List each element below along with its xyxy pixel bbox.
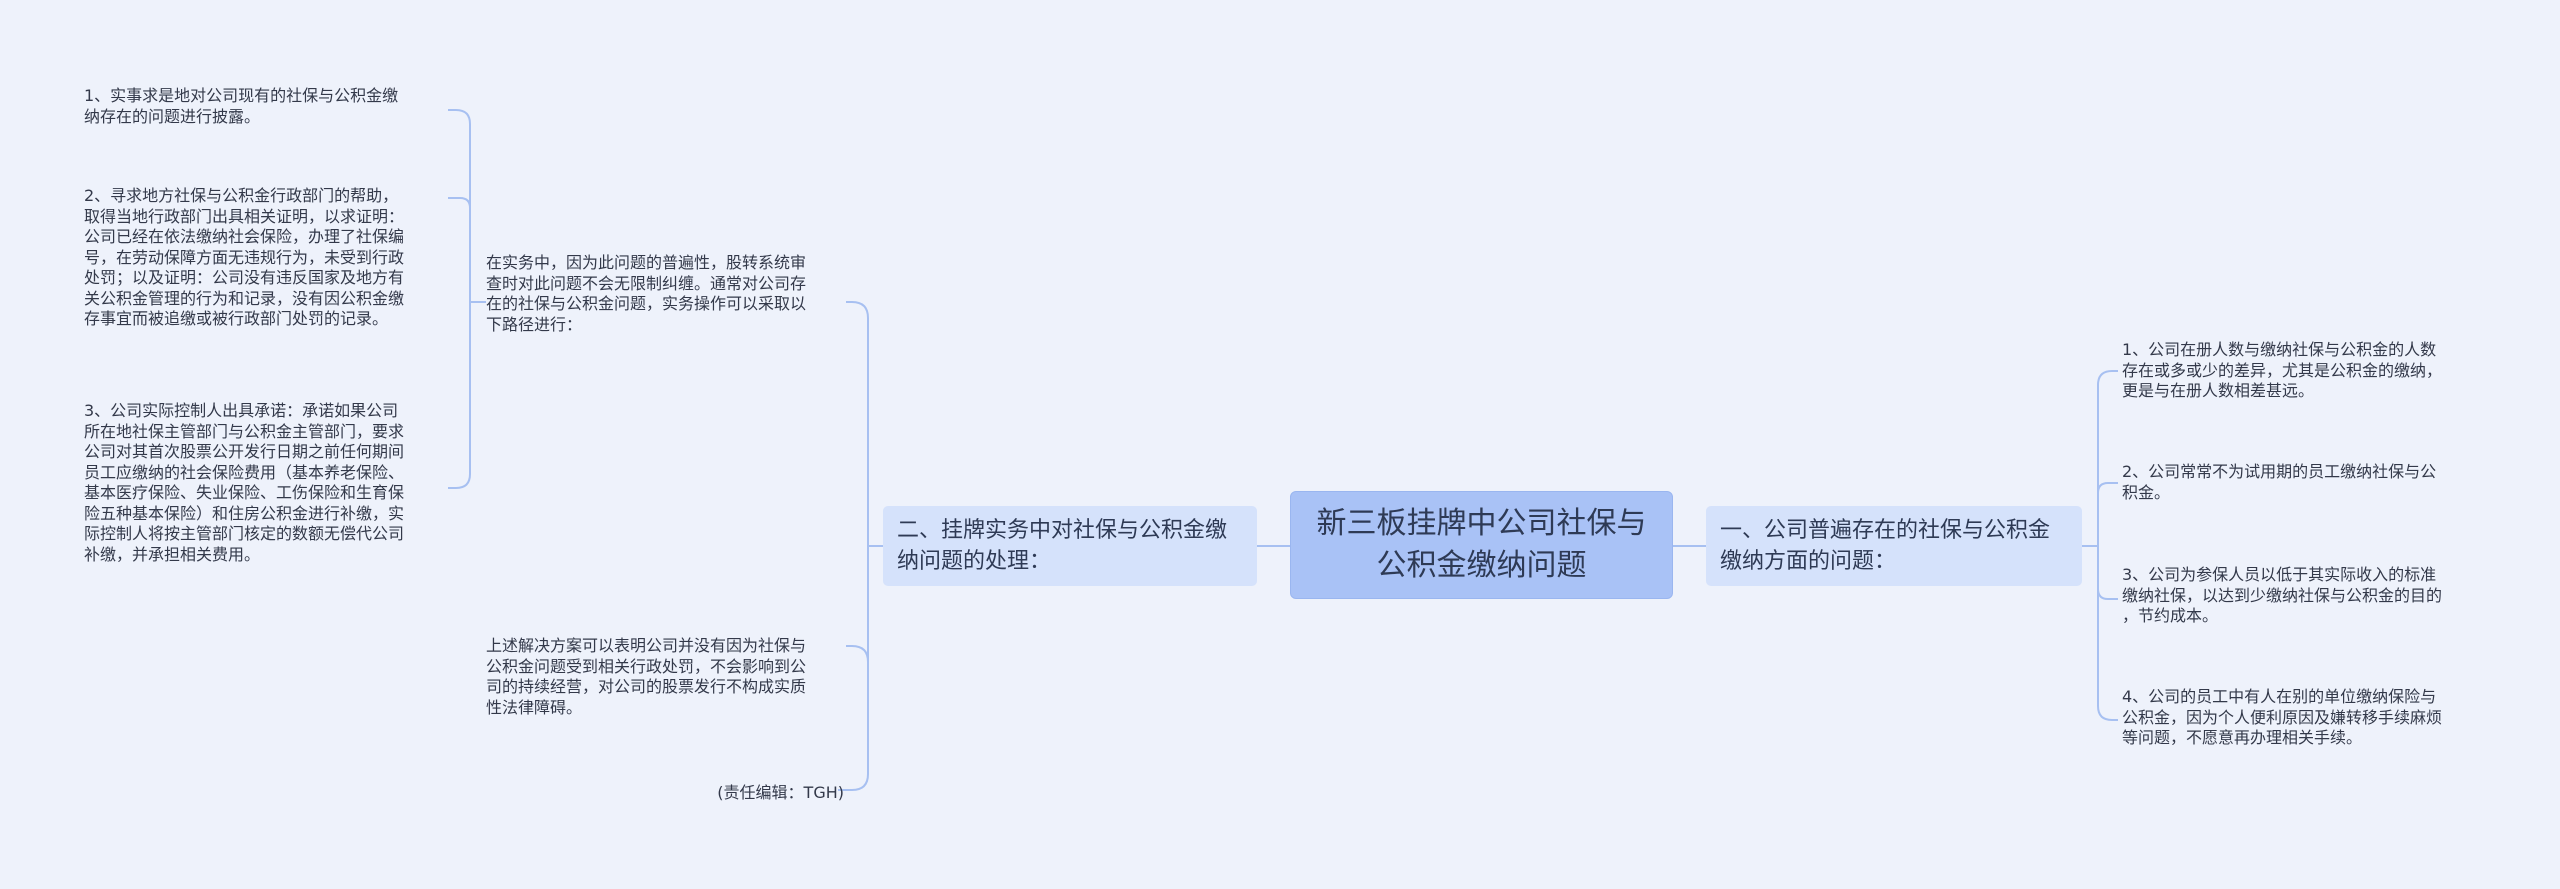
- branch-handling[interactable]: 二、挂牌实务中对社保与公积金缴纳问题的处理：: [883, 506, 1257, 586]
- leaf-headcount-gap[interactable]: 1、公司在册人数与缴纳社保与公积金的人数 存在或多或少的差异，尤其是公积金的缴纳…: [2122, 340, 2443, 400]
- leaf-solution-summary[interactable]: 上述解决方案可以表明公司并没有因为社保与 公积金问题受到相关行政处罚，不会影响到…: [486, 636, 807, 717]
- leaf-paid-elsewhere[interactable]: 4、公司的员工中有人在别的单位缴纳保险与 公积金，因为个人便利原因及嫌转移手续麻…: [2122, 687, 2443, 747]
- root-topic[interactable]: 新三板挂牌中公司社保与公积金缴纳问题: [1290, 491, 1673, 599]
- connector-mid-bracket: [448, 109, 486, 489]
- branch-common-problems-label: 一、公司普遍存在的社保与公积金缴纳方面的问题：: [1720, 518, 2051, 574]
- leaf-practice-approach[interactable]: 在实务中，因为此问题的普遍性，股转系统审 查时对此问题不会无限制纠缠。通常对公司…: [486, 253, 807, 334]
- connector-left-bracket: [838, 301, 883, 791]
- leaf-disclosure[interactable]: 1、实事求是地对公司现有的社保与公积金缴 纳存在的问题进行披露。: [84, 86, 399, 126]
- branch-handling-label: 二、挂牌实务中对社保与公积金缴纳问题的处理：: [897, 518, 1228, 574]
- branch-common-problems[interactable]: 一、公司普遍存在的社保与公积金缴纳方面的问题：: [1706, 506, 2082, 586]
- leaf-controller-commitment[interactable]: 3、公司实际控制人出具承诺：承诺如果公司 所在地社保主管部门与公积金主管部门，要…: [84, 401, 405, 564]
- leaf-probation-staff[interactable]: 2、公司常常不为试用期的员工缴纳社保与公 积金。: [2122, 462, 2437, 502]
- root-topic-label: 新三板挂牌中公司社保与公积金缴纳问题: [1316, 506, 1647, 583]
- leaf-editor-note[interactable]: (责任编辑：TGH): [717, 783, 844, 802]
- connector-right-bracket: [2082, 370, 2118, 721]
- leaf-government-proof[interactable]: 2、寻求地方社保与公积金行政部门的帮助， 取得当地行政部门出具相关证明，以求证明…: [84, 186, 405, 328]
- leaf-low-base[interactable]: 3、公司为参保人员以低于其实际收入的标准 缴纳社保，以达到少缴纳社保与公积金的目…: [2122, 565, 2443, 625]
